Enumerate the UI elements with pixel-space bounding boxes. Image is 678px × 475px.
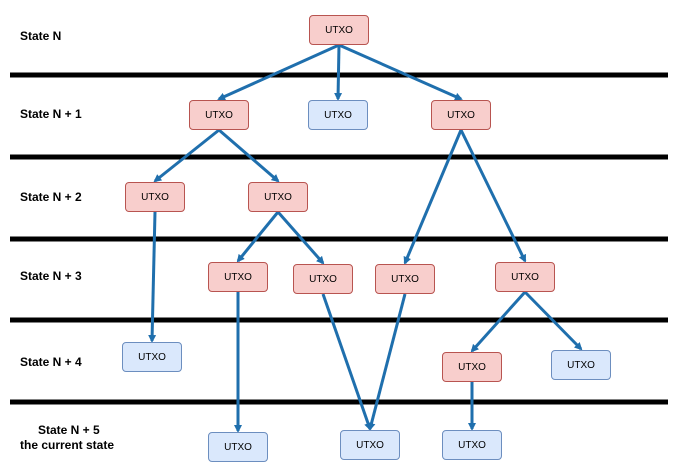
edge-c3-to-b5: [367, 293, 407, 431]
utxo-label: UTXO: [567, 359, 595, 371]
utxo-node-spent: UTXO: [309, 15, 369, 45]
utxo-label: UTXO: [264, 191, 292, 203]
edge-c1-to-c3: [403, 129, 463, 265]
state-label-n2: State N + 2: [20, 190, 82, 205]
utxo-node-unspent: UTXO: [442, 430, 502, 460]
utxo-node-unspent: UTXO: [208, 432, 268, 462]
state-label-text: State N + 1: [20, 107, 82, 121]
utxo-label: UTXO: [356, 439, 384, 451]
utxo-node-spent: UTXO: [208, 262, 268, 292]
state-label-text: State N + 3: [20, 269, 82, 283]
state-label-n1: State N + 1: [20, 107, 82, 122]
utxo-label: UTXO: [447, 109, 475, 121]
state-dividers: [10, 72, 668, 405]
utxo-label: UTXO: [324, 109, 352, 121]
state-label-subtext: the current state: [20, 438, 115, 452]
utxo-node-spent: UTXO: [189, 100, 249, 130]
utxo-node-spent: UTXO: [248, 182, 308, 212]
edge-n0-to-c1: [338, 43, 463, 101]
state-label-text: State N + 4: [20, 355, 82, 369]
edge-n0-to-b1: [334, 44, 343, 101]
utxo-node-spent: UTXO: [442, 352, 502, 382]
utxo-node-unspent: UTXO: [122, 342, 182, 372]
utxo-label: UTXO: [391, 273, 419, 285]
utxo-label: UTXO: [138, 351, 166, 363]
utxo-node-unspent: UTXO: [308, 100, 368, 130]
edge-d3-to-c4: [523, 290, 583, 351]
state-label-n5: State N + 5 the current state: [20, 423, 114, 453]
utxo-node-unspent: UTXO: [340, 430, 400, 460]
utxo-node-spent: UTXO: [495, 262, 555, 292]
state-label-text: State N + 5: [38, 423, 100, 437]
utxo-label: UTXO: [458, 361, 486, 373]
utxo-label: UTXO: [309, 273, 337, 285]
state-label-text: State N: [20, 29, 62, 43]
utxo-label: UTXO: [325, 24, 353, 36]
edge-d3-to-b4: [470, 290, 527, 353]
edge-b2-to-b3: [276, 211, 325, 265]
edge-a1-to-b2: [218, 128, 280, 183]
state-label-text: State N + 2: [20, 190, 82, 204]
utxo-node-unspent: UTXO: [551, 350, 611, 380]
state-label-n4: State N + 4: [20, 355, 82, 370]
edge-b3-to-b5: [321, 293, 372, 431]
state-label-n: State N: [20, 29, 61, 44]
edge-n0-to-a1: [217, 43, 340, 101]
utxo-label: UTXO: [141, 191, 169, 203]
edge-a1-to-a2: [153, 128, 220, 183]
edge-b2-to-a3: [236, 211, 280, 263]
utxo-label: UTXO: [205, 109, 233, 121]
state-label-n3: State N + 3: [20, 269, 82, 284]
utxo-label: UTXO: [224, 441, 252, 453]
utxo-node-spent: UTXO: [375, 264, 435, 294]
utxo-label: UTXO: [458, 439, 486, 451]
utxo-node-spent: UTXO: [431, 100, 491, 130]
utxo-node-spent: UTXO: [125, 182, 185, 212]
utxo-node-spent: UTXO: [293, 264, 353, 294]
utxo-edges: [148, 43, 583, 433]
edge-c1-to-d3: [459, 129, 527, 263]
utxo-label: UTXO: [224, 271, 252, 283]
utxo-label: UTXO: [511, 271, 539, 283]
edge-a2-to-a4: [148, 211, 157, 343]
